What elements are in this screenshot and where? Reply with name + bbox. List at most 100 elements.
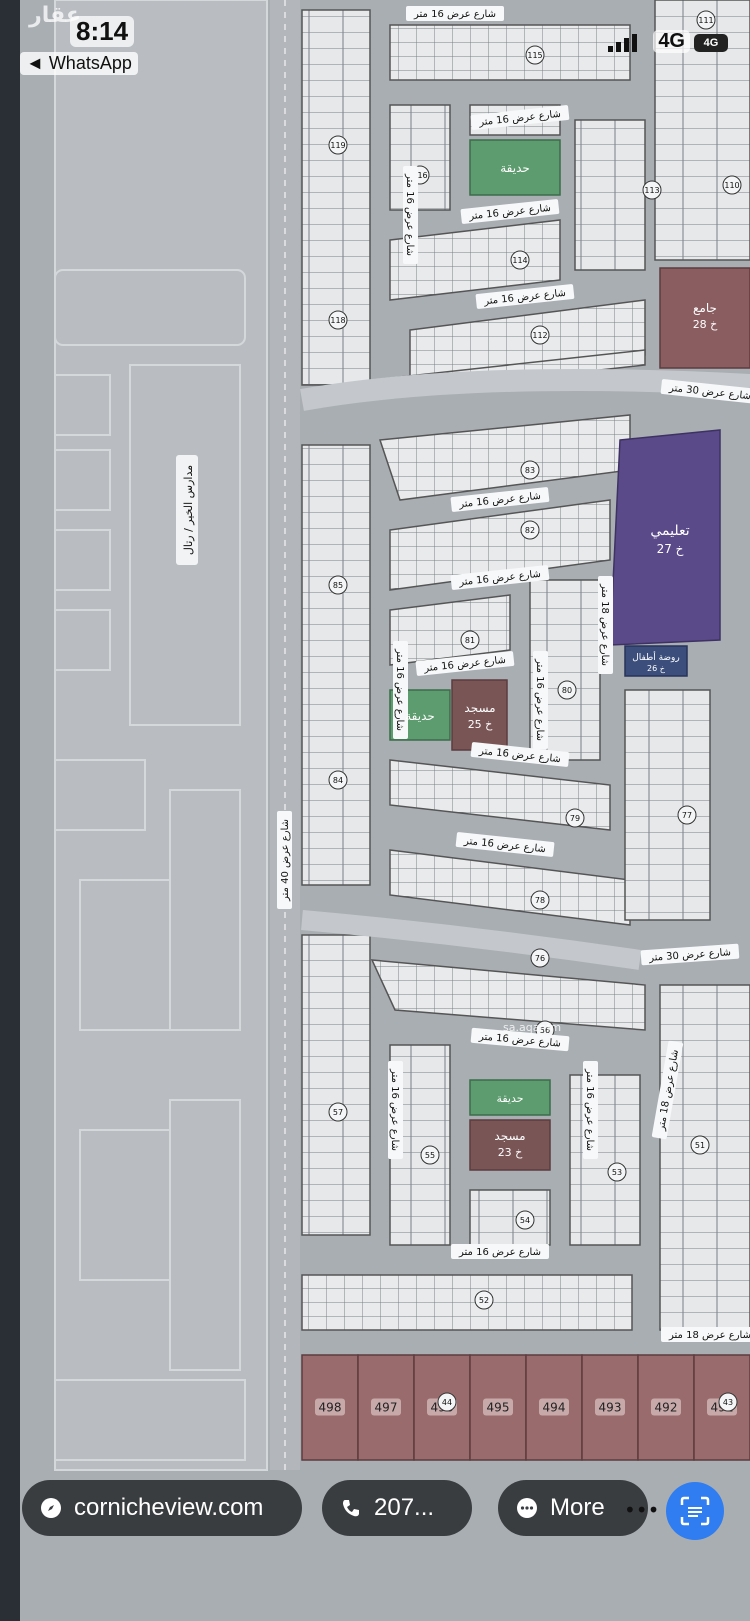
road-label-bg: [450, 565, 550, 590]
education-27-label: تعليمي: [650, 523, 689, 539]
parcel-493: [581, 1354, 639, 1461]
road-label-bg: [640, 943, 740, 966]
parcel-number: 495: [487, 1401, 510, 1415]
kindergarten-26-sub: خ 26: [647, 664, 666, 673]
block-number: 54: [520, 1216, 530, 1225]
education-27-sub: خ 27: [657, 542, 684, 556]
phone-icon: [343, 1500, 359, 1517]
road-label-bg: [451, 1244, 549, 1259]
block-marker: [718, 1392, 738, 1412]
block-marker: [677, 805, 697, 825]
road-label-bg: [651, 1040, 684, 1140]
block-marker: [722, 175, 742, 195]
park-3-label: حديقة: [496, 1092, 523, 1105]
block-number: 83: [525, 466, 535, 475]
watermark-text: sa.aqar.fm: [503, 1021, 562, 1034]
block-number: 43: [723, 1398, 733, 1407]
block-marker: [565, 808, 585, 828]
block-number: 57: [333, 1108, 343, 1117]
block-marker: [474, 1290, 494, 1310]
mosque-28-sub: خ 28: [693, 318, 718, 331]
road-label: شارع عرض 16 متر: [389, 1068, 400, 1151]
phone-chip[interactable]: 207...: [322, 1480, 472, 1536]
block-number: 115: [527, 51, 542, 60]
block-number: 111: [698, 16, 713, 25]
block-marker: [607, 1162, 627, 1182]
website-chip[interactable]: cornicheview.com: [22, 1480, 302, 1536]
network-type: 4G: [653, 30, 690, 53]
block-marker: [525, 45, 545, 65]
road-label-bg: [470, 105, 570, 130]
block-marker: [696, 10, 716, 30]
road-label: شارع عرض 16 متر: [413, 9, 496, 20]
block-marker: [510, 250, 530, 270]
back-to-whatsapp-link[interactable]: ◄ WhatsApp: [20, 52, 138, 75]
road-label-bg: [533, 651, 548, 749]
parcel-label-bg: [539, 1398, 569, 1416]
block-marker: [530, 948, 550, 968]
block-marker: [515, 1210, 535, 1230]
block-number: 55: [425, 1151, 435, 1160]
kindergarten-26-label: روضة أطفال: [632, 651, 680, 663]
park-2-label: حديقة: [405, 709, 435, 723]
parcel-label-bg: [595, 1398, 625, 1416]
lens-scan-icon: [680, 1496, 710, 1526]
block-number: 78: [535, 896, 545, 905]
subdivision-map: 498497496495494493492491 111115119116113…: [54, 0, 750, 1471]
parcel-number: 494: [543, 1401, 566, 1415]
block-number: 56: [540, 1026, 550, 1035]
overflow-ellipsis: •••: [624, 1498, 660, 1522]
block-number: 44: [442, 1398, 452, 1407]
block-marker: [328, 310, 348, 330]
block-marker: [690, 1135, 710, 1155]
block-marker: [420, 1145, 440, 1165]
more-chip[interactable]: More: [498, 1480, 648, 1536]
block-number: 114: [512, 256, 527, 265]
road-label-bg: [450, 487, 550, 512]
block-marker: [520, 520, 540, 540]
block-marker: [328, 770, 348, 790]
block-marker: [460, 630, 480, 650]
road-label-bg: [470, 1027, 570, 1052]
mosque-28-label: جامع: [693, 301, 717, 315]
parcel-label-bg: [651, 1398, 681, 1416]
road-label-bg: [460, 199, 560, 224]
block-marker: [328, 575, 348, 595]
status-bar: 8:14 ◄ WhatsApp 4G 4G: [20, 12, 750, 75]
block-number: 52: [479, 1296, 489, 1305]
website-chip-label: cornicheview.com: [74, 1494, 264, 1521]
road-label-bg: [598, 576, 613, 674]
mosque-23-label: مسجد: [494, 1129, 525, 1143]
road-label: شارع عرض 16 متر: [458, 1247, 541, 1258]
road-label: شارع عرض 16 متر: [404, 173, 415, 256]
map-image[interactable]: 498497496495494493492491 111115119116113…: [20, 0, 750, 1621]
road-label-bg: [455, 832, 555, 857]
mosque-25-label: مسجد: [464, 701, 495, 715]
road-label-bg: [660, 379, 750, 404]
road-label: شارع عرض 18 متر: [668, 1330, 750, 1341]
parcel-label-bg: [315, 1398, 345, 1416]
block-number: 110: [724, 181, 739, 190]
visual-search-button[interactable]: [666, 1482, 724, 1540]
parcel-number: 497: [375, 1401, 398, 1415]
road-label: شارع عرض 18 متر: [599, 583, 610, 666]
block-marker: [530, 325, 550, 345]
road-label-bg: [393, 641, 408, 739]
block-number: 116: [412, 171, 427, 180]
block-number: 79: [570, 814, 580, 823]
more-icon: [517, 1498, 537, 1518]
road-label-bg: [277, 811, 292, 909]
mosque-23-sub: خ 23: [498, 1146, 523, 1159]
parcel-number: 492: [655, 1401, 678, 1415]
road-label: شارع عرض 16 متر: [394, 648, 405, 731]
school-label: مدارس الخير / رتال: [182, 465, 195, 555]
block-marker: [557, 680, 577, 700]
parcel-number: 498: [319, 1401, 342, 1415]
block-number: 82: [525, 526, 535, 535]
more-chip-label: More: [550, 1494, 605, 1521]
block-marker: [530, 890, 550, 910]
parcel-label-bg: [371, 1398, 401, 1416]
block-number: 84: [333, 776, 343, 785]
road-label: شارع عرض 16 متر: [534, 658, 545, 741]
phone-chip-label: 207...: [374, 1494, 435, 1521]
